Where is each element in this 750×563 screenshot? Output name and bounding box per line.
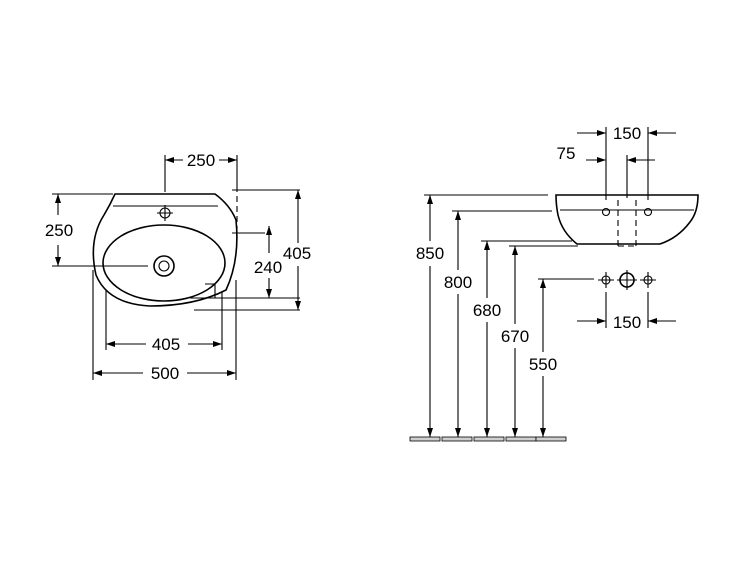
tap-hole-pattern [598,270,656,290]
floor-plate [505,436,537,442]
dim-tap-offset: 75 [557,144,576,163]
top-view: 250 250 240 405 405 500 [45,151,311,383]
side-view: 150 75 150 850 80 [409,124,699,442]
basin-profile [555,194,699,245]
dim-height-800: 800 [444,273,472,292]
floor-plate [535,436,567,442]
floor-plate [473,436,505,442]
tap-hole-right-icon [643,207,653,217]
dim-height-680: 680 [473,301,501,320]
floor-plate [441,436,473,442]
bowl-inner [102,224,226,302]
dim-height-550: 550 [529,355,557,374]
tap-hole-left-icon [601,207,611,217]
dim-left-depth: 250 [45,221,73,240]
dim-overall-depth: 405 [283,244,311,263]
dim-height-670: 670 [501,327,529,346]
dim-overall-width: 500 [151,364,179,383]
drain-icon [153,255,175,277]
dim-top-width: 250 [187,151,215,170]
basin-outline [92,193,238,307]
dim-height-850: 850 [416,244,444,263]
dim-tap-spacing: 150 [613,124,641,143]
dim-bowl-width: 405 [152,335,180,354]
dim-bowl-depth: 240 [254,258,282,277]
floor-plate [409,436,441,442]
dim-tap-spacing-lower: 150 [613,313,641,332]
